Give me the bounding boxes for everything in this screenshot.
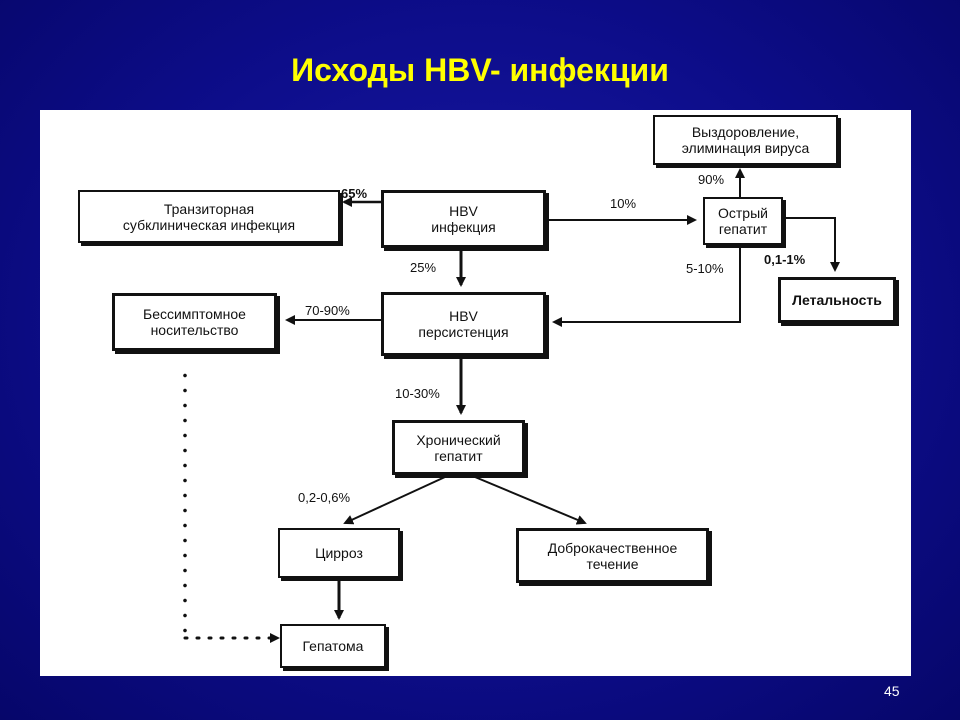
- node-acute-line-1: Острый: [718, 205, 768, 221]
- label-10-percent: 10%: [610, 196, 637, 211]
- node-carrier-line-2: носительство: [150, 322, 239, 338]
- node-lethality-line-1: Летальность: [792, 292, 882, 308]
- label-65-percent: 65%: [341, 186, 368, 201]
- node-recovery-line-2: элиминация вируса: [681, 140, 810, 156]
- node-cirrhosis: Цирроз: [278, 528, 400, 578]
- node-transient-line-1: Транзиторная: [163, 200, 255, 217]
- node-acute-line-2: гепатит: [718, 221, 768, 237]
- node-lethality: Летальность: [778, 277, 896, 323]
- node-hepatoma-line-1: Гепатома: [302, 638, 364, 654]
- node-cirrhosis-line-1: Цирроз: [315, 545, 363, 561]
- node-persistence-line-2: персистенция: [418, 324, 509, 340]
- label-0-2-0-6-percent: 0,2-0,6%: [298, 490, 351, 505]
- node-benign-course: Доброкачественное течение: [516, 528, 709, 583]
- arrow-acute-to-persistence: [552, 245, 741, 327]
- arrow-dotted-head: [270, 633, 280, 643]
- diagram-panel: Выздоровление, элиминация вируса Транзит…: [40, 110, 911, 676]
- label-10-30-percent: 10-30%: [395, 386, 440, 401]
- node-transient-line-2: субклиническая инфекция: [122, 216, 296, 233]
- arrow-acute-to-lethality: [783, 217, 840, 272]
- node-carrier-line-1: Бессимптомное: [143, 306, 246, 322]
- label-90-percent: 90%: [698, 172, 725, 187]
- arrow-to-cirrhosis: [343, 476, 446, 525]
- node-benign-line-2: течение: [586, 555, 639, 572]
- node-hbv-infection-line-1: HBV: [449, 203, 478, 219]
- page-number: 45: [884, 683, 900, 699]
- label-5-10-percent: 5-10%: [686, 261, 724, 276]
- node-hbv-persistence: HBV персистенция: [381, 292, 546, 356]
- node-asymptomatic-carrier: Бессимптомное носительство: [112, 293, 277, 351]
- node-recovery-line-1: Выздоровление,: [691, 124, 800, 140]
- node-hbv-infection: HBV инфекция: [381, 190, 546, 248]
- label-0-1-1-percent: 0,1-1%: [764, 252, 806, 267]
- node-recovery: Выздоровление, элиминация вируса: [653, 115, 838, 165]
- node-transient-infection: Транзиторная субклиническая инфекция: [78, 190, 340, 243]
- diagram-arrows: [183, 168, 840, 643]
- node-acute-hepatitis: Острый гепатит: [703, 197, 783, 245]
- node-chronic-line-2: гепатит: [434, 447, 483, 464]
- node-chronic-line-1: Хронический: [416, 431, 501, 448]
- node-chronic-hepatitis: Хронический гепатит: [392, 420, 525, 475]
- label-25-percent: 25%: [410, 260, 437, 275]
- arrow-to-benign: [474, 476, 587, 525]
- node-persistence-line-1: HBV: [449, 308, 478, 324]
- slide-title: Исходы HBV- инфекции: [291, 52, 669, 88]
- dotted-line-carrier-hepatoma: [183, 368, 187, 633]
- node-hbv-infection-line-2: инфекция: [431, 219, 496, 235]
- node-hepatoma: Гепатома: [280, 624, 386, 668]
- label-70-90-percent: 70-90%: [305, 303, 350, 318]
- node-benign-line-1: Доброкачественное: [547, 539, 678, 556]
